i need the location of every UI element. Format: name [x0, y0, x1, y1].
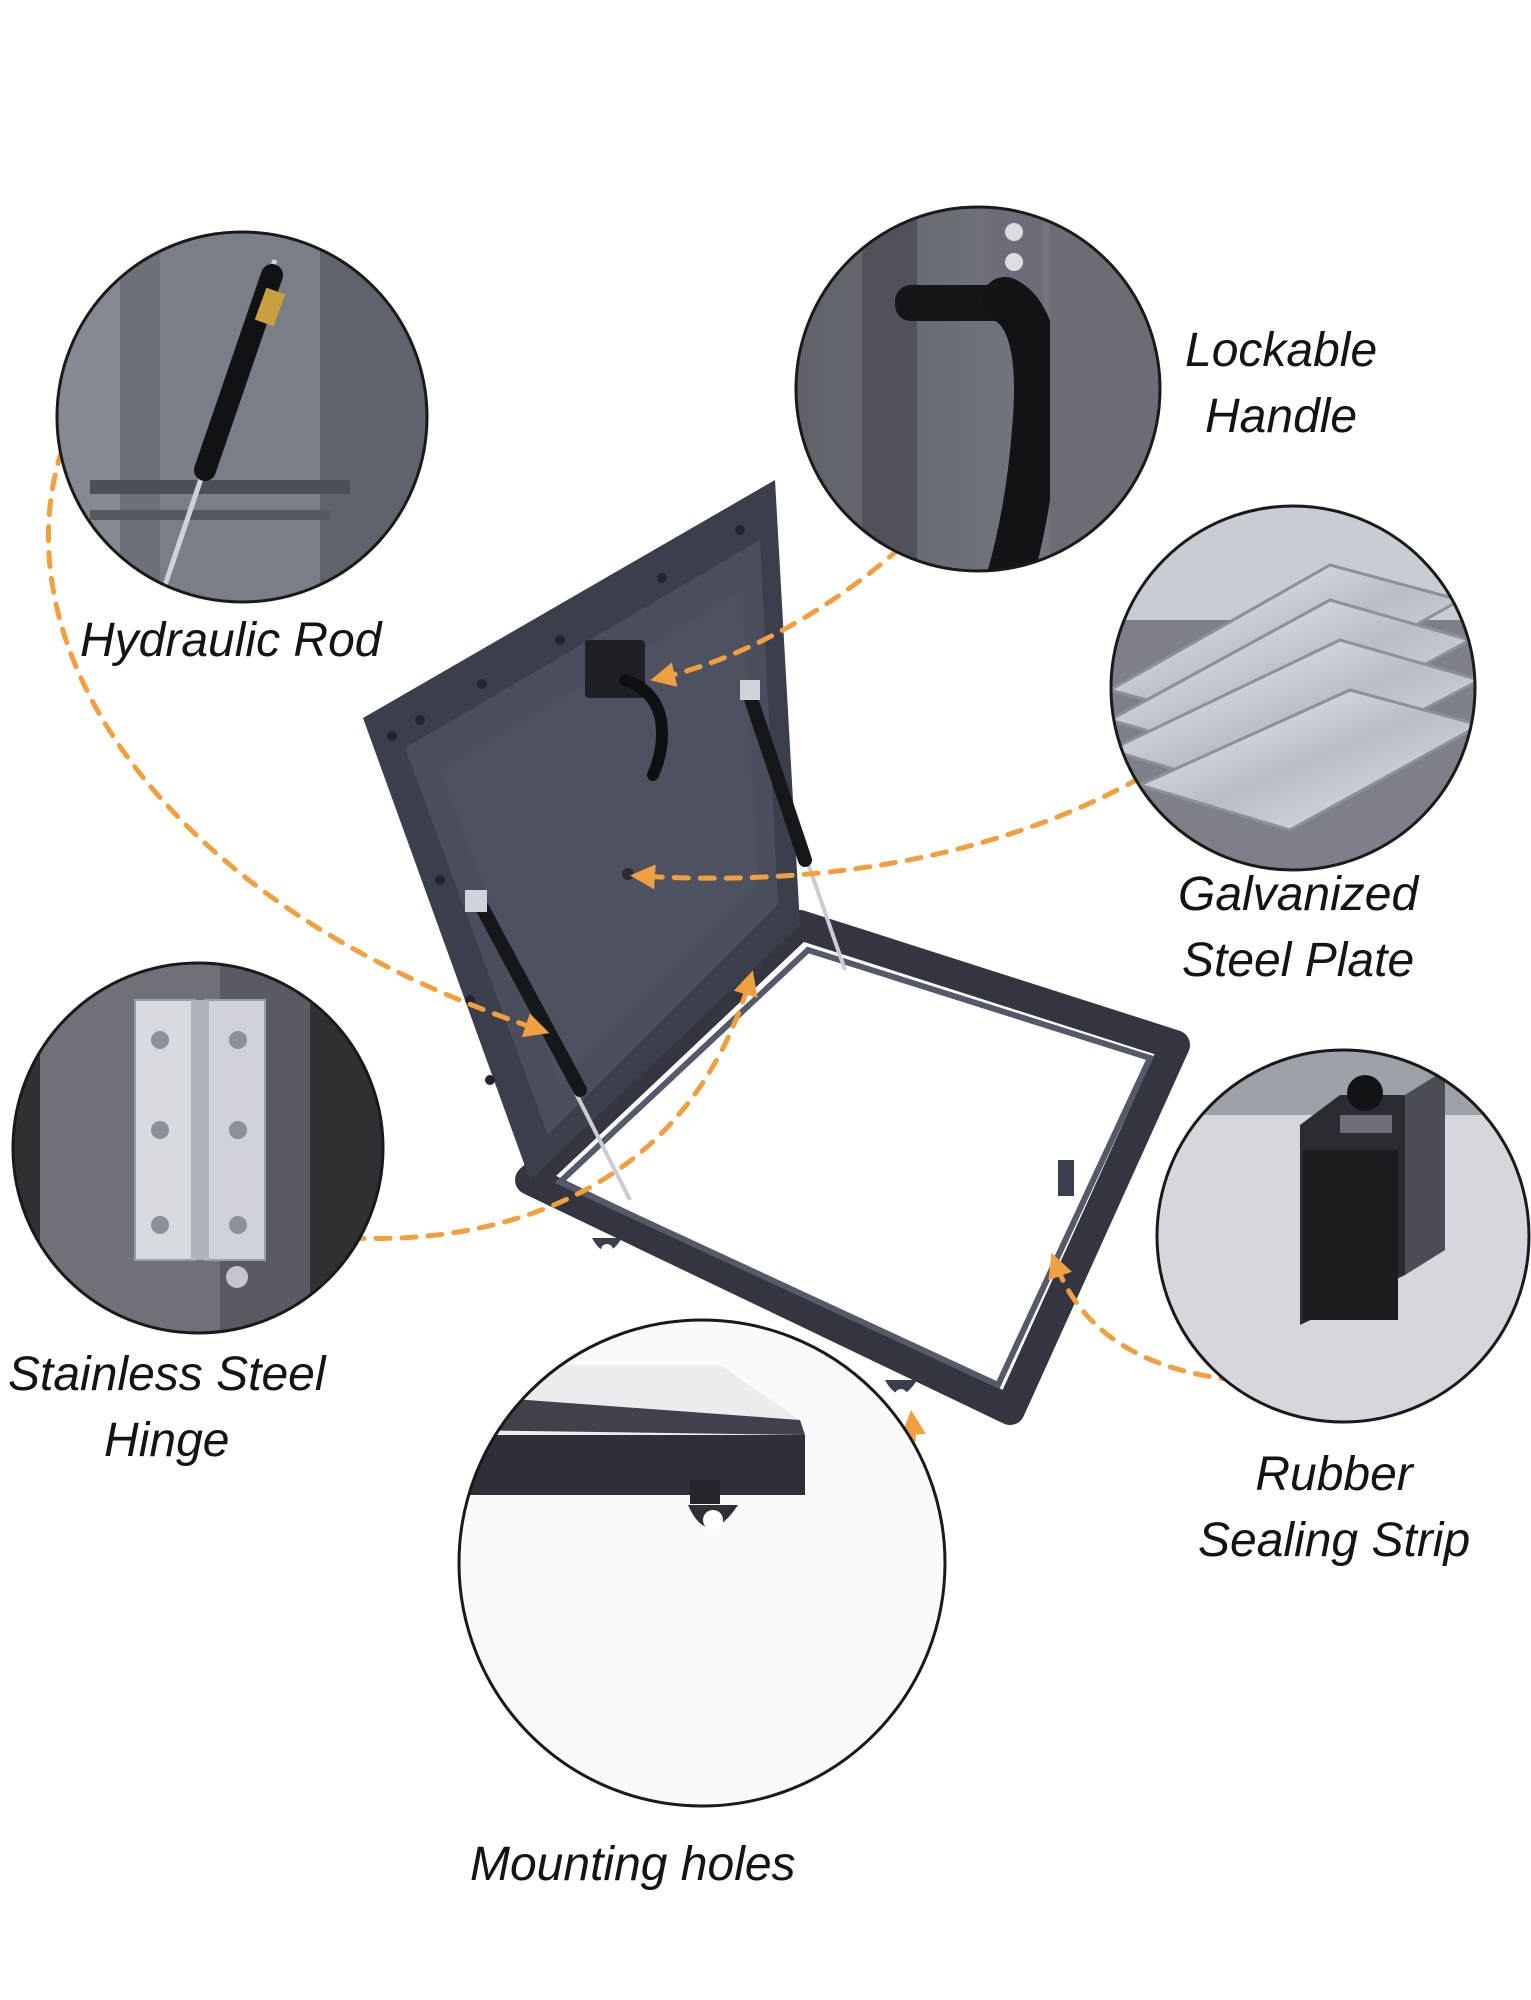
label-hydraulic-rod: Hydraulic Rod: [80, 614, 382, 667]
detail-circle-hinge: [11, 961, 385, 1335]
arrow-hydraulic-rod: [46, 447, 550, 1038]
detail-circle-galvanized-plate: [1109, 504, 1477, 872]
arrow-sealing-strip: [1048, 1252, 1238, 1383]
detail-circle-hydraulic-rod: [55, 230, 429, 604]
label-sealing-strip: Rubber Sealing Strip: [1198, 1448, 1471, 1567]
hatch-product: [363, 480, 1190, 1425]
label-lockable-handle: Lockable Handle: [1185, 324, 1378, 443]
label-mounting-holes: Mounting holes: [470, 1838, 796, 1891]
label-hinge: Stainless Steel Hinge: [8, 1348, 326, 1467]
label-galvanized-plate: Galvanized Steel Plate: [1178, 868, 1419, 987]
detail-circle-lockable-handle: [794, 205, 1162, 573]
detail-circle-mounting-holes: [457, 1318, 947, 1808]
arrow-hinge: [347, 970, 758, 1241]
arrow-galvanized-plate: [630, 775, 1143, 890]
mounting-tab: [885, 1380, 917, 1401]
mounting-tab: [592, 1238, 622, 1256]
arrow-lockable-handle: [650, 545, 903, 687]
